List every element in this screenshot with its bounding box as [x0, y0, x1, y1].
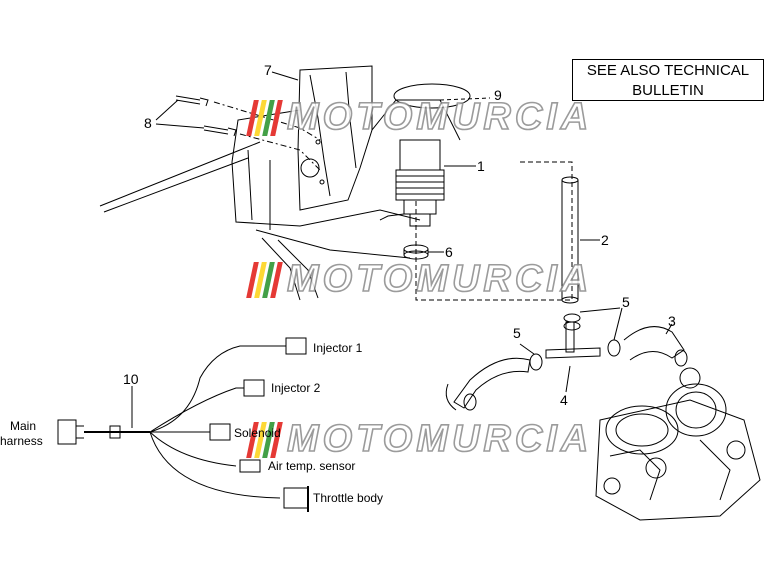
watermark: MOTOMURCIA: [246, 95, 593, 139]
part-number-10: 10: [123, 371, 139, 387]
part-number-4: 4: [560, 392, 568, 408]
note-line-2: BULLETIN: [632, 82, 704, 99]
throttle-body-label: Throttle body: [313, 491, 384, 505]
watermark: MOTOMURCIA: [246, 257, 593, 301]
screw-drawing: [175, 95, 237, 137]
watermark-text: MOTOMURCIA: [286, 95, 593, 139]
part-number-3: 3: [668, 313, 676, 329]
watermark-bars: [246, 261, 283, 298]
watermark-text: MOTOMURCIA: [286, 417, 593, 461]
part-number-5-left: 5: [513, 325, 521, 341]
fitting-drawing: [445, 313, 688, 411]
injector-2-label: Injector 2: [271, 381, 321, 395]
note-line-1: SEE ALSO TECHNICAL: [586, 62, 750, 79]
frame-drawing: [99, 99, 461, 301]
part-number-6: 6: [445, 244, 453, 260]
wiring-harness-drawing: [57, 337, 309, 512]
part-number-7: 7: [264, 62, 272, 78]
canister-drawing: [379, 83, 471, 227]
part-number-2: 2: [601, 232, 609, 248]
technical-bulletin-note: SEE ALSO TECHNICAL BULLETIN: [572, 59, 764, 101]
watermark-bars: [246, 99, 283, 136]
solenoid-label: Solenoid: [234, 426, 281, 440]
part-number-5-right: 5: [622, 294, 630, 310]
main-harness-label-line1: Main: [10, 419, 37, 433]
main-harness-label-line2: harness: [0, 434, 43, 448]
dashed-group-box: [415, 161, 573, 301]
part-number-8: 8: [144, 115, 152, 131]
leader-lines: [131, 71, 673, 428]
injector-1-label: Injector 1: [313, 341, 363, 355]
part-number-9: 9: [494, 87, 502, 103]
watermark: MOTOMURCIA: [246, 417, 593, 461]
bracket-drawing: [297, 65, 373, 211]
watermark-text: MOTOMURCIA: [286, 257, 593, 301]
throttle-body-drawing: [595, 367, 761, 521]
air-temp-sensor-label: Air temp. sensor: [268, 459, 356, 473]
hose-drawing: [561, 176, 579, 304]
part-number-1: 1: [477, 158, 485, 174]
